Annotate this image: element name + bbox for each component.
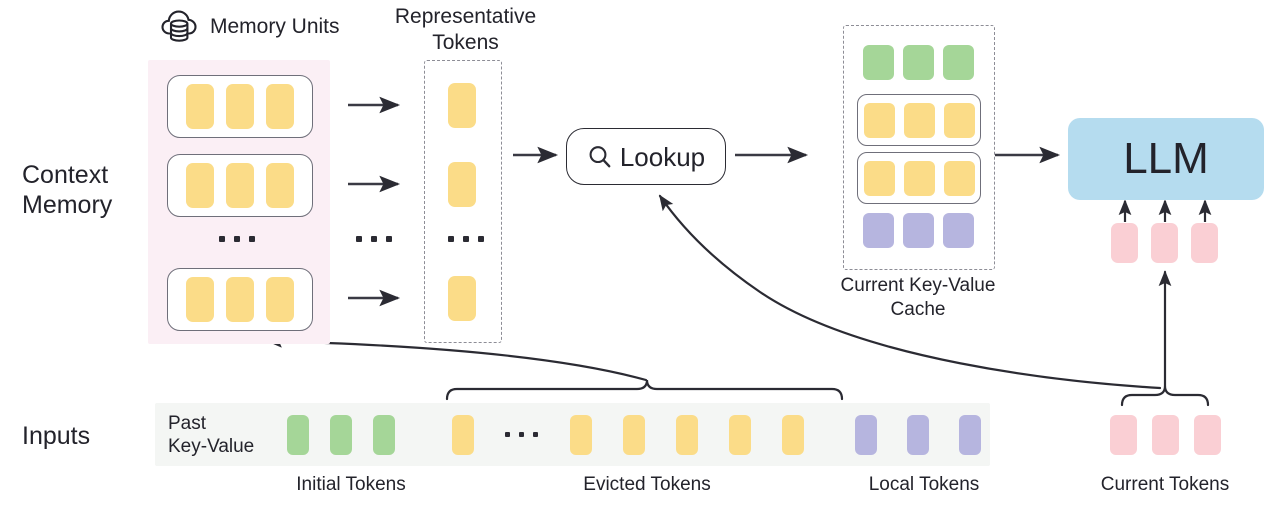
kv-cache-caption-line2: Cache	[890, 299, 946, 320]
lookup-label: Lookup	[619, 141, 706, 172]
memory-token	[186, 163, 214, 208]
memory-token	[186, 277, 214, 322]
llm-box[interactable]: LLM	[1068, 118, 1264, 200]
magnifier-icon	[587, 144, 613, 170]
memunit-to-reptoken-arrows	[348, 96, 401, 307]
row-label-context-memory-line2: Memory	[22, 191, 113, 219]
input-token-evicted	[729, 415, 751, 455]
input-token-local	[907, 415, 929, 455]
kv-token	[943, 102, 975, 138]
evicted-to-context-memory-curve	[266, 334, 648, 382]
past-key-value-line2: Key-Value	[168, 436, 255, 457]
current-token-to-llm-arrows	[1118, 199, 1212, 222]
memory-token	[186, 84, 214, 129]
memory-token	[226, 163, 254, 208]
row-label-inputs: Inputs	[22, 422, 91, 450]
llm-input-token	[1191, 223, 1218, 263]
past-key-value-line1: Past	[168, 413, 207, 434]
kv-token	[863, 102, 895, 138]
input-token-evicted	[782, 415, 804, 455]
kv-token	[942, 45, 974, 80]
input-token-local	[959, 415, 981, 455]
row-label-context-memory: Context Memory	[22, 160, 147, 220]
kv-token	[943, 160, 975, 196]
evicted-tokens-brace	[445, 379, 844, 401]
representative-token	[448, 83, 476, 128]
representative-token	[448, 276, 476, 321]
kv-token	[902, 213, 934, 248]
input-token-evicted	[570, 415, 592, 455]
kv-token	[942, 213, 974, 248]
memory-units-label: Memory Units	[210, 15, 340, 38]
representative-tokens-header: Representative Tokens	[383, 4, 548, 56]
kv-cache-row-retrieved-2[interactable]	[857, 152, 981, 204]
llm-input-token	[1151, 223, 1178, 263]
past-key-value-label: Past Key-Value	[168, 412, 278, 458]
memunit-arrow-ellipsis	[356, 236, 392, 242]
input-token-current	[1110, 415, 1137, 455]
representative-tokens-header-line2: Tokens	[432, 31, 499, 54]
input-token-current	[1194, 415, 1221, 455]
input-token-current	[1152, 415, 1179, 455]
memory-units-ellipsis	[219, 236, 255, 242]
input-token-initial	[373, 415, 395, 455]
input-token-initial	[287, 415, 309, 455]
evicted-tokens-ellipsis	[505, 432, 538, 437]
memory-token	[266, 163, 294, 208]
representative-tokens-box	[424, 60, 502, 343]
kv-token	[903, 160, 935, 196]
representative-tokens-header-line1: Representative	[394, 5, 537, 28]
caption-evicted-tokens: Evicted Tokens	[583, 474, 711, 495]
kv-cache-row-initial	[862, 45, 974, 80]
memory-unit-2[interactable]	[167, 154, 313, 217]
lookup-button[interactable]: Lookup	[566, 128, 726, 185]
kv-cache-box	[843, 25, 995, 270]
row-label-context-memory-line1: Context	[22, 161, 109, 189]
memory-units-header: Memory Units	[160, 6, 340, 48]
representative-token	[448, 162, 476, 207]
kv-cache-row-local	[862, 213, 974, 248]
memory-token	[226, 277, 254, 322]
kv-cache-caption: Current Key-Value Cache	[810, 274, 1026, 322]
cloud-database-icon	[160, 6, 202, 48]
representative-tokens-ellipsis	[448, 236, 484, 242]
input-token-local	[855, 415, 877, 455]
caption-current-tokens: Current Tokens	[1100, 474, 1230, 495]
kv-token	[862, 45, 894, 80]
memory-token	[266, 84, 294, 129]
kv-cache-caption-line1: Current Key-Value	[840, 275, 996, 296]
kv-token	[903, 102, 935, 138]
llm-input-token	[1111, 223, 1138, 263]
memory-token	[226, 84, 254, 129]
memory-token	[266, 277, 294, 322]
current-tokens-brace	[1120, 385, 1210, 407]
kv-cache-row-retrieved-1[interactable]	[857, 94, 981, 146]
memory-unit-1[interactable]	[167, 75, 313, 138]
input-token-evicted	[623, 415, 645, 455]
kv-token	[862, 213, 894, 248]
kv-token	[863, 160, 895, 196]
kv-token	[902, 45, 934, 80]
memory-unit-3[interactable]	[167, 268, 313, 331]
caption-initial-tokens: Initial Tokens	[296, 474, 406, 495]
input-token-evicted	[452, 415, 474, 455]
input-token-evicted	[676, 415, 698, 455]
input-token-initial	[330, 415, 352, 455]
caption-local-tokens: Local Tokens	[868, 474, 980, 495]
llm-label: LLM	[1123, 134, 1209, 183]
